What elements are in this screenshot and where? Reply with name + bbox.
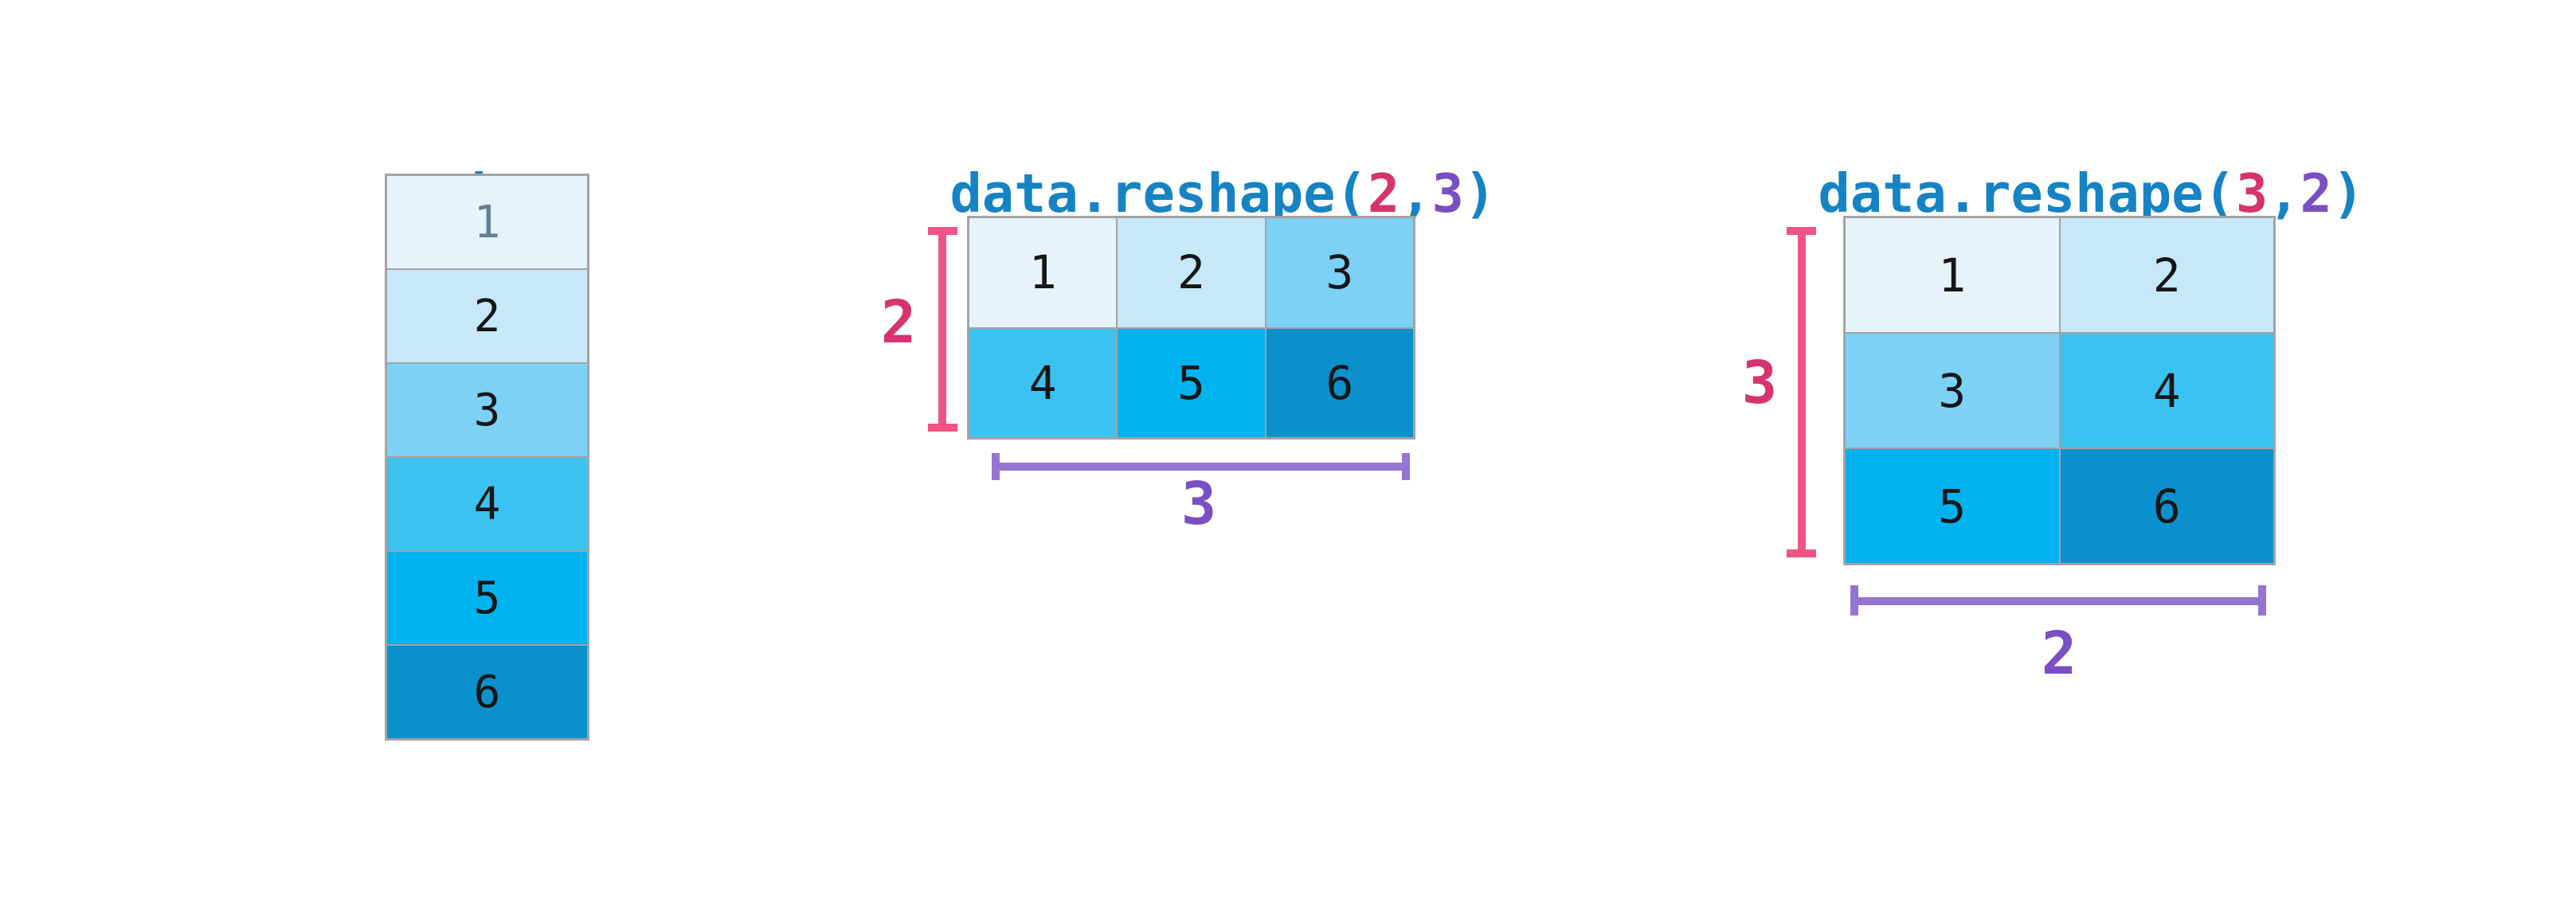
code-text: ) (1463, 162, 1497, 225)
row-bracket-bottom-cap (928, 424, 957, 432)
data-array-column: 1 2 3 4 5 6 (385, 174, 589, 741)
matrix-cell: 1 (969, 217, 1118, 328)
cols-arg: 3 (1431, 162, 1464, 225)
matrix-cell: 2 (1117, 217, 1266, 328)
figure1-title: data (327, 105, 646, 223)
array-cell: 6 (386, 645, 588, 739)
col-count-label: 3 (1180, 470, 1217, 538)
row-count-label: 3 (1741, 349, 1778, 417)
col-count-label: 2 (2041, 620, 2077, 688)
matrix-3x2: 1 2 3 4 5 6 (1843, 216, 2276, 565)
matrix-cell: 1 (1845, 217, 2060, 333)
col-bracket-line (1850, 597, 2266, 605)
row-bracket-line (1798, 227, 1806, 557)
col-bracket-line (992, 463, 1410, 471)
matrix-cell: 4 (969, 327, 1118, 438)
col-bracket-right-cap (1402, 453, 1410, 480)
row-bracket-bottom-cap (1787, 549, 1816, 557)
matrix-2x3: 1 2 3 4 5 6 (967, 216, 1415, 440)
matrix-cell: 2 (2059, 217, 2274, 333)
matrix-cell: 5 (1117, 327, 1266, 438)
matrix-cell: 3 (1265, 217, 1414, 328)
code-text: , (1400, 162, 1432, 225)
row-count-label: 2 (880, 288, 917, 357)
rows-arg: 3 (2235, 162, 2269, 225)
matrix-cell: 6 (1265, 327, 1414, 438)
array-cell: 3 (386, 363, 588, 457)
code-text: ) (2331, 162, 2365, 225)
figure3-title: data.reshape(3,2) (1740, 105, 2378, 223)
array-cell: 1 (386, 175, 588, 269)
matrix-cell: 3 (1845, 333, 2060, 448)
code-text: , (2268, 162, 2300, 225)
matrix-cell: 5 (1845, 448, 2060, 564)
matrix-cell: 4 (2059, 333, 2274, 448)
rows-arg: 2 (1367, 162, 1400, 225)
col-bracket-right-cap (2258, 585, 2266, 616)
code-text: data.reshape( (949, 162, 1368, 225)
array-cell: 2 (386, 269, 588, 363)
cols-arg: 2 (2300, 162, 2332, 225)
row-bracket-line (938, 227, 946, 432)
figure2-title: data.reshape(2,3) (872, 105, 1509, 223)
array-cell: 5 (386, 551, 588, 645)
matrix-cell: 6 (2059, 448, 2274, 564)
array-cell: 4 (386, 457, 588, 551)
code-text: data.reshape( (1818, 162, 2236, 225)
